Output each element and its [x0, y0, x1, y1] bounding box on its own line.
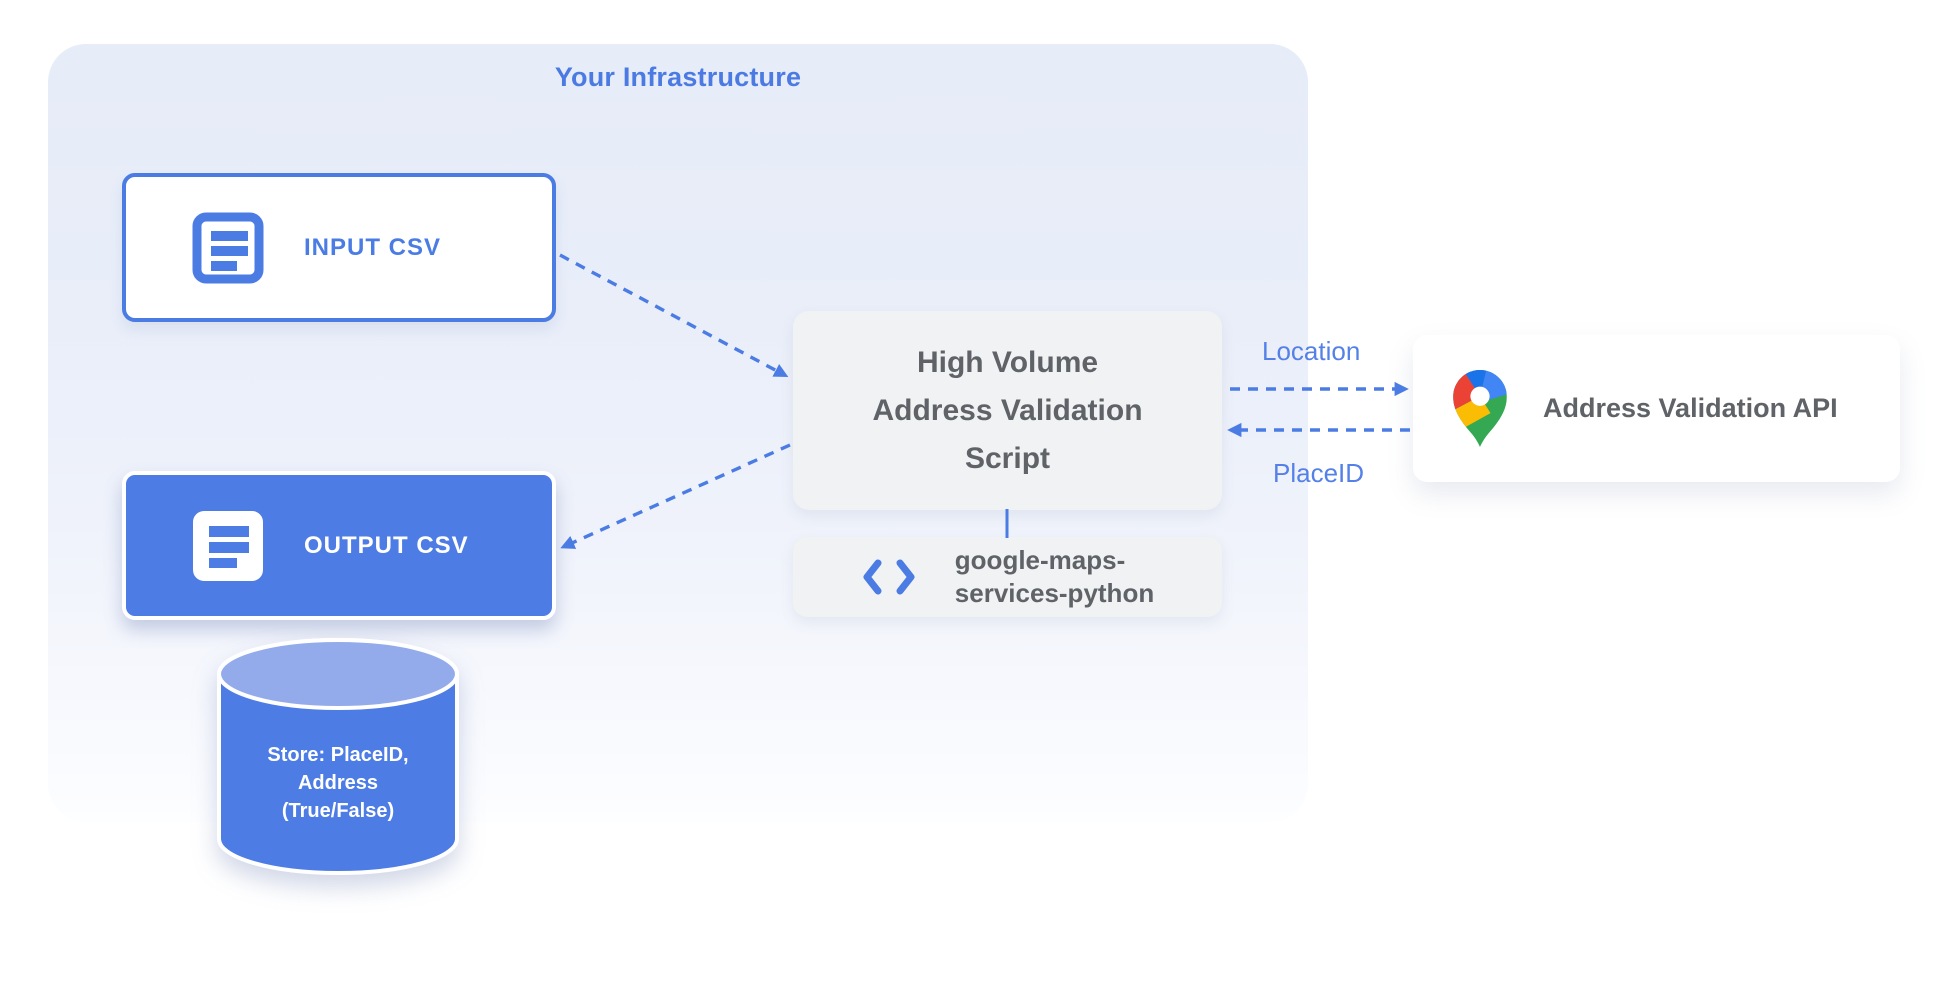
datastore-cylinder: [212, 636, 464, 877]
infrastructure-title: Your Infrastructure: [554, 62, 802, 92]
script-label-line: Address Validation: [872, 393, 1143, 427]
input-csv-label: INPUT CSV: [304, 233, 442, 261]
input-csv-node: INPUT CSV: [122, 173, 556, 322]
edge-location-label: Location: [1262, 336, 1361, 366]
library-label-line: services-python: [954, 578, 1155, 608]
datastore-label-line: (True/False): [281, 800, 395, 822]
google-maps-pin-icon: [1453, 370, 1507, 447]
datastore-label: Store: PlaceID, Address (True/False): [208, 741, 468, 825]
library-node: google-maps- services-python: [793, 537, 1222, 617]
api-node: Address Validation API: [1413, 335, 1900, 482]
datastore-label-line: Address: [297, 772, 379, 794]
script-label-line: Script: [964, 441, 1051, 475]
database-cylinder-shape: [217, 638, 459, 875]
library-label: google-maps- services-python: [955, 544, 1154, 610]
output-csv-node: OUTPUT CSV: [122, 471, 556, 620]
api-label: Address Validation API: [1543, 393, 1838, 423]
output-csv-label: OUTPUT CSV: [304, 531, 469, 559]
library-label-line: google-maps-: [954, 545, 1126, 575]
script-node: High Volume Address Validation Script: [793, 311, 1222, 510]
edge-placeid-label: PlaceID: [1273, 458, 1365, 488]
datastore-label-line: Store: PlaceID,: [267, 744, 409, 766]
script-label-line: High Volume: [916, 345, 1099, 379]
document-icon: [192, 212, 264, 283]
document-icon: [193, 510, 263, 581]
code-icon: [863, 559, 915, 595]
